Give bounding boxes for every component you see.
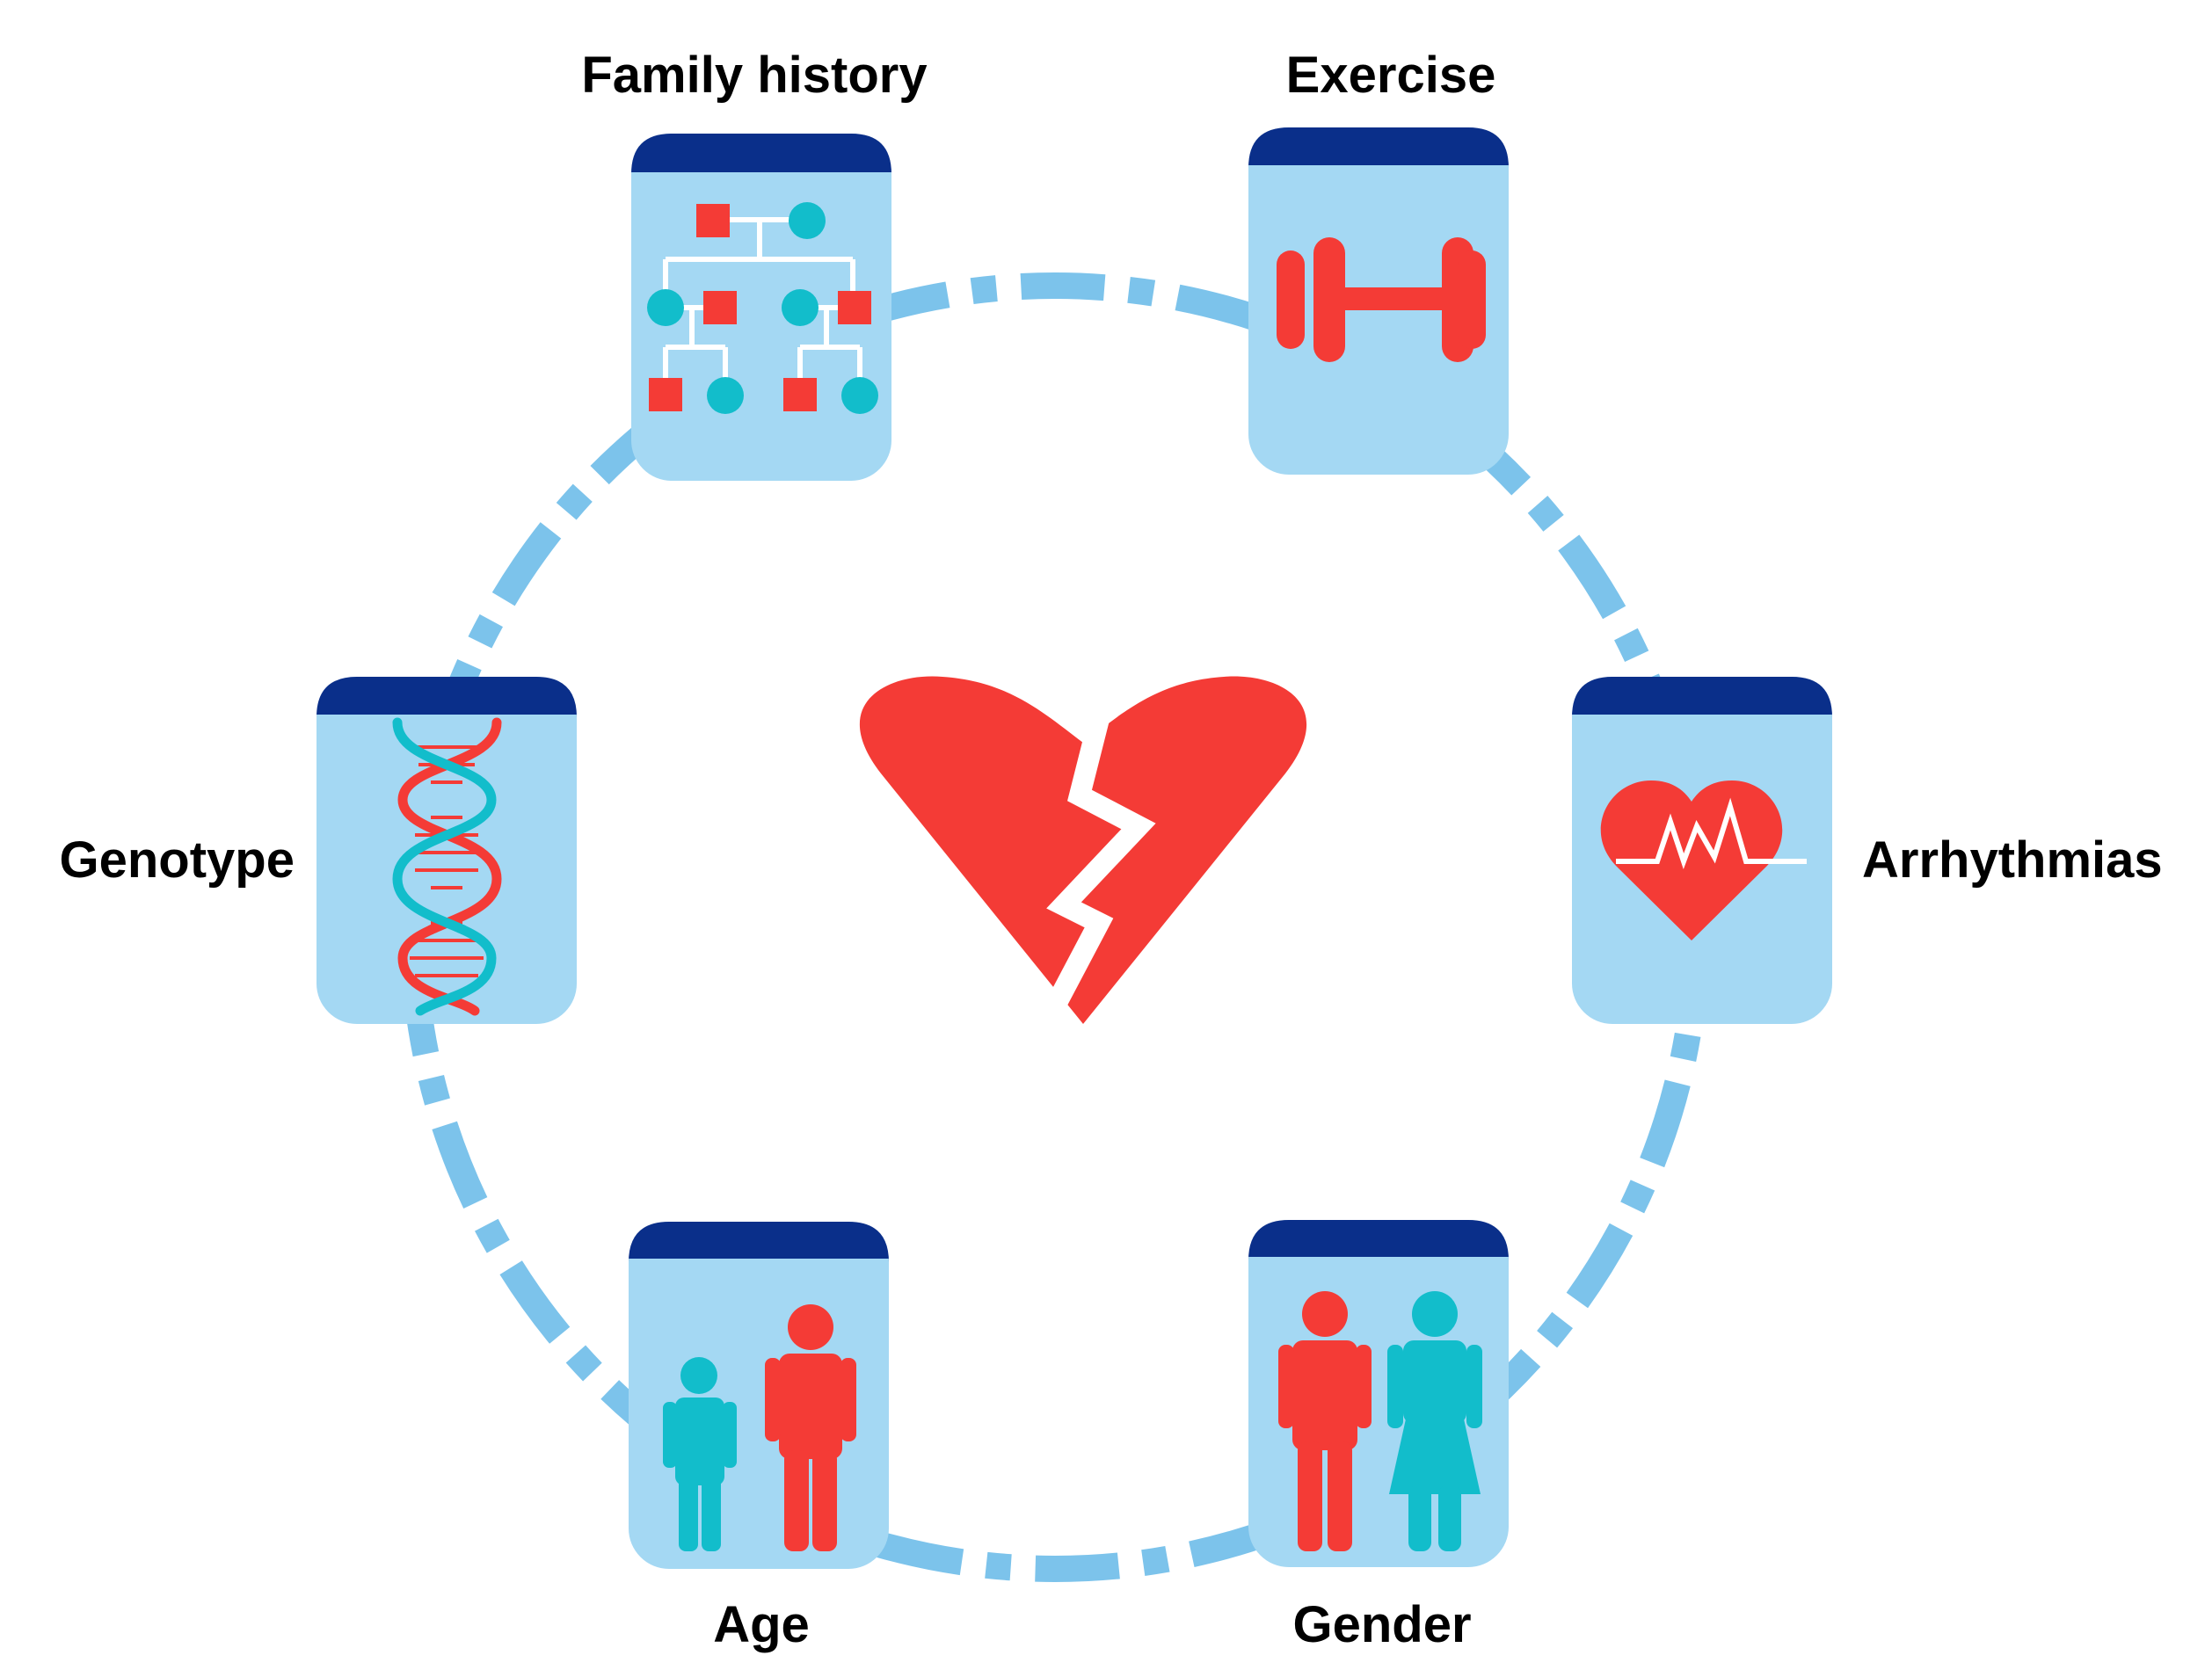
factor-label-exercise: Exercise	[1286, 47, 1496, 104]
factor-card-gender	[1248, 1220, 1509, 1567]
broken-heart-icon	[859, 676, 1307, 1025]
dna-icon	[392, 717, 502, 1016]
factor-label-family-history: Family history	[581, 47, 927, 104]
factor-card-genotype	[317, 677, 577, 1024]
factor-label-age: Age	[713, 1596, 810, 1653]
child-adult-icon	[663, 1304, 856, 1551]
heartbeat-icon	[1600, 780, 1807, 940]
factor-card-exercise	[1248, 127, 1509, 475]
factor-card-arrhythmias	[1572, 677, 1832, 1024]
factor-card-family-history	[631, 134, 891, 481]
factor-label-arrhythmias: Arrhythmias	[1862, 831, 2163, 889]
dumbbell-icon	[1277, 237, 1486, 362]
male-female-icon	[1278, 1291, 1482, 1551]
factor-card-age	[629, 1222, 889, 1569]
factor-label-genotype: Genotype	[60, 831, 295, 889]
factor-label-gender: Gender	[1292, 1596, 1471, 1653]
